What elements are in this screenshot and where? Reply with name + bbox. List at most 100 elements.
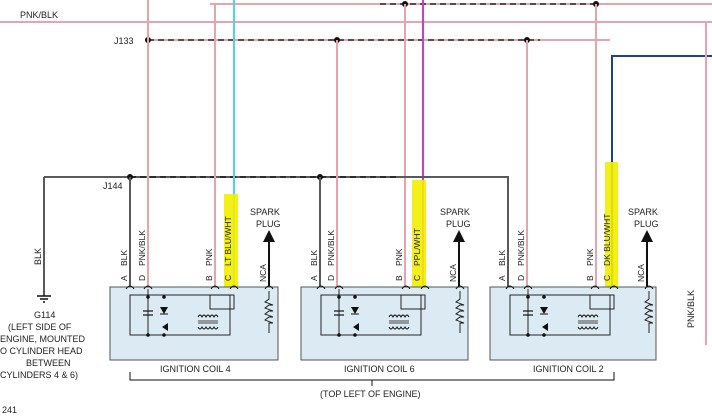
spark-plug-label: PLUG: [256, 219, 281, 229]
wire-pnk-blk-label: PNK/BLK: [326, 230, 336, 266]
diode: [540, 307, 548, 314]
connector-pin: [609, 285, 619, 290]
nca-label: NCA: [636, 264, 646, 282]
wire-blk-label: BLK: [309, 250, 319, 266]
engine-location-label: (TOP LEFT OF ENGINE): [320, 389, 421, 399]
coil-6-wiring: [319, 0, 465, 298]
wire-pnk-label: PNK: [585, 248, 595, 266]
ignition-coil-2-box: [489, 286, 657, 361]
junction-dot: [542, 295, 546, 299]
wire-pnk-blk-label: PNK/BLK: [516, 230, 526, 266]
pin-d-label: D: [516, 275, 526, 281]
diode: [351, 307, 359, 314]
wire-pnk-label: PNK: [394, 248, 404, 266]
wire-blk-label: BLK: [497, 250, 507, 266]
driver-module: [400, 294, 426, 310]
spark-plug-label: SPARK: [628, 207, 658, 217]
connector-pin: [644, 285, 654, 290]
wire-ppl-wht-label: PPL/WHT: [412, 228, 422, 266]
transformer-winding: [197, 325, 219, 330]
pnk-blk-right-label: PNK/BLK: [686, 290, 696, 328]
diode: [353, 323, 359, 331]
junction-dot: [353, 333, 357, 337]
junction-dot: [337, 333, 341, 337]
nca-label: NCA: [448, 264, 458, 282]
connector-pin: [334, 285, 344, 290]
coil-circuit-frame: [509, 294, 611, 336]
pin-d-label: D: [326, 275, 336, 281]
wire-pnk-label: PNK: [204, 248, 214, 266]
connector-pin: [229, 285, 239, 290]
driver-module: [209, 294, 235, 310]
pnk-blk-top-label: PNK/BLK: [20, 10, 58, 20]
transformer-winding: [388, 314, 410, 319]
coil-2-labels: A BLK D PNK/BLK B PNK C DK BLU/WHT SPARK…: [497, 207, 659, 374]
coil-box-6: [300, 286, 469, 361]
pin-a-label: A: [309, 275, 319, 281]
coil-internals: [125, 285, 654, 337]
coil-circuit-frame: [129, 294, 231, 336]
suppression-resistor: [644, 291, 654, 333]
engine-location-bracket: [129, 372, 615, 386]
highlight-mark: [224, 194, 238, 298]
pin-c-label: C: [412, 275, 422, 281]
transformer-winding: [577, 325, 599, 330]
nca-label: NCA: [258, 264, 268, 282]
ignition-coil-4-box: [109, 286, 279, 361]
spark-plug-label: PLUG: [634, 219, 659, 229]
ignition-coil-6-box: [300, 286, 469, 361]
coil-4-labels: A BLK D PNK/BLK B PNK C LT BLU/WHT SPARK…: [119, 207, 281, 374]
pin-d-label: D: [137, 275, 147, 281]
ground-note-line-3: O CYLINDER HEAD: [0, 346, 83, 356]
pin-c-label: C: [602, 275, 612, 281]
wire-dk-blu-wht-label: DK BLU/WHT: [602, 214, 612, 266]
wire-pnk-blk-label: PNK/BLK: [137, 230, 147, 266]
connector-pin: [401, 285, 411, 290]
spark-plug-arrowhead: [641, 230, 653, 242]
ground-symbol: [37, 295, 51, 303]
wire-lt-blu-wht-label: LT BLU/WHT: [223, 216, 233, 266]
wire-blk: [400, 176, 509, 287]
j144-label: J144: [103, 181, 123, 191]
junction-dot: [337, 295, 341, 299]
spark-plug-label: PLUG: [446, 219, 471, 229]
connector-pin: [316, 285, 326, 290]
pin-c-label: C: [223, 275, 233, 281]
ground-note-line-2: ENGINE, MOUNTED: [0, 334, 86, 344]
diode: [162, 323, 168, 331]
wire-blk-label: BLK: [119, 250, 129, 266]
connector-pin: [455, 285, 465, 290]
connector-pin: [210, 285, 220, 290]
connector-pin: [523, 285, 533, 290]
diode: [160, 307, 168, 314]
coil-6-labels: A BLK D PNK/BLK B PNK C PPL/WHT SPARK PL…: [309, 207, 471, 374]
suppression-resistor: [264, 291, 274, 333]
connector-pin: [590, 285, 600, 290]
diode: [542, 323, 548, 331]
connector-pin: [420, 285, 430, 290]
junction-dot: [162, 295, 166, 299]
coil-4-wiring: [129, 0, 275, 298]
coil-box-2: [489, 286, 657, 361]
highlight-mark: [605, 162, 618, 304]
junction-dot: [146, 295, 150, 299]
pin-a-label: A: [119, 275, 129, 281]
coil-name-label: IGNITION COIL 6: [344, 364, 415, 374]
transformer-winding: [388, 325, 410, 330]
junction-dot: [526, 295, 530, 299]
suppression-resistor: [455, 291, 465, 333]
connector-pin: [505, 285, 515, 290]
coil-circuit-frame: [320, 294, 422, 336]
dk-blu-wht-wire: [611, 55, 712, 160]
spark-plug-label: SPARK: [440, 207, 470, 217]
spark-plug-arrowhead: [263, 230, 275, 242]
coil-name-label: IGNITION COIL 4: [160, 364, 231, 374]
highlight-mark: [412, 180, 426, 298]
page-number: 241: [2, 405, 17, 415]
junction-dot: [542, 333, 546, 337]
transformer-winding: [197, 314, 219, 319]
connector-pin: [143, 285, 153, 290]
spark-plug-arrowhead: [453, 230, 465, 242]
connector-pin: [125, 285, 135, 290]
driver-module: [589, 294, 615, 310]
